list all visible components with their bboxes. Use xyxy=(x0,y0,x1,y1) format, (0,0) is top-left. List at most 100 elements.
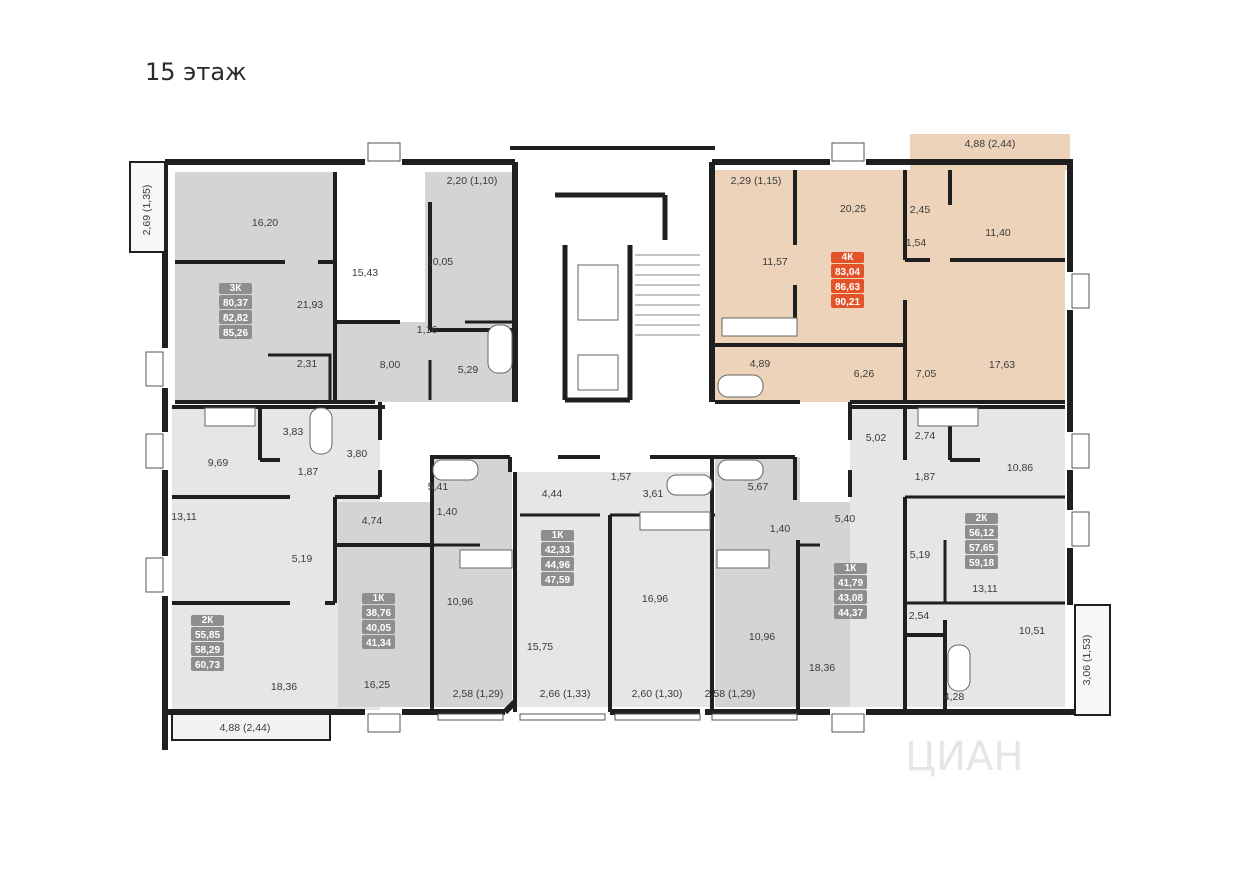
room-area-label: 10,96 xyxy=(447,596,473,608)
room-area-label: 10,96 xyxy=(749,631,775,643)
room-area-label: 1,40 xyxy=(770,523,791,535)
room-area-label: 16,25 xyxy=(364,679,390,691)
apt-1k-a-fill[interactable] xyxy=(338,502,433,707)
apartment-area-value: 38,76 xyxy=(366,608,391,619)
apartment-area-value: 58,29 xyxy=(195,645,220,656)
room-area-label: 4,74 xyxy=(362,515,383,527)
apartment-tags: 3К 80,37 82,82 85,26 4К 83,04 86,63 90,21 2К 55,8… xyxy=(191,252,998,671)
apartment-area-value: 42,33 xyxy=(545,545,570,556)
apt-1k-c-tag[interactable]: 1К 41,79 43,08 44,37 xyxy=(834,563,867,619)
apartment-area-value: 86,63 xyxy=(835,282,860,293)
apartment-area-value: 82,82 xyxy=(223,313,248,324)
apartment-area-value: 41,79 xyxy=(838,578,863,589)
room-area-label: 16,20 xyxy=(252,217,278,229)
room-area-label: 8,00 xyxy=(380,359,401,371)
apartment-area-value: 57,65 xyxy=(969,543,994,554)
room-area-label: 18,36 xyxy=(809,662,835,674)
room-area-label: 1,57 xyxy=(611,471,632,483)
room-area-label: 2,54 xyxy=(909,610,930,622)
room-area-label: 1,87 xyxy=(915,471,936,483)
apt-2k-left-tag[interactable]: 2К 55,85 58,29 60,73 xyxy=(191,615,224,671)
apartment-type-label: 1К xyxy=(845,563,858,574)
apartment-area-value: 40,05 xyxy=(366,623,391,634)
apartment-area-value: 80,37 xyxy=(223,298,248,309)
apartment-type-label: 4К xyxy=(842,252,855,263)
room-area-label: 2,66 (1,33) xyxy=(540,688,591,700)
room-area-label: 2,60 (1,30) xyxy=(632,688,683,700)
apt-1k-c-fill[interactable] xyxy=(715,457,800,707)
room-area-label: 3,80 xyxy=(347,448,368,460)
room-area-label: 1,40 xyxy=(437,506,458,518)
room-area-label: 4,44 xyxy=(542,488,563,500)
room-area-label: 4,88 (2,44) xyxy=(220,722,271,734)
room-area-label: 2,74 xyxy=(915,430,936,442)
fixtures xyxy=(204,254,979,692)
room-area-label: 2,58 (1,29) xyxy=(453,688,504,700)
room-area-label: 13,11 xyxy=(171,511,197,523)
room-area-label: 5,67 xyxy=(748,481,769,493)
room-area-label: 10,86 xyxy=(1007,462,1033,474)
apartment-area-value: 55,85 xyxy=(195,630,220,641)
room-area-label: 2,29 (1,15) xyxy=(731,175,782,187)
windows xyxy=(145,142,1090,733)
apartment-area-value: 44,37 xyxy=(838,608,863,619)
room-area-label: 11,57 xyxy=(762,256,788,268)
room-area-label: 3,61 xyxy=(643,488,664,500)
apartment-area-value: 85,26 xyxy=(223,328,248,339)
room-area-label: 2,69 (1,35) xyxy=(141,185,153,236)
apartment-area-value: 90,21 xyxy=(835,297,860,308)
room-area-label: 7,05 xyxy=(916,368,937,380)
room-area-label: 5,41 xyxy=(428,481,449,493)
apartment-area-value: 43,08 xyxy=(838,593,863,604)
apt-1k-a-tag[interactable]: 1К 38,76 40,05 41,34 xyxy=(362,593,395,649)
room-area-label: 2,31 xyxy=(297,358,318,370)
apartment-area-value: 47,59 xyxy=(545,575,570,586)
apartment-area-value: 41,34 xyxy=(366,638,391,649)
room-area-label: 2,45 xyxy=(910,204,931,216)
room-area-label: 13,11 xyxy=(972,583,998,595)
floor-title: 15 этаж xyxy=(145,58,247,86)
apt-1k-b-fill[interactable] xyxy=(515,472,710,707)
apt-4k-tag[interactable]: 4К 83,04 86,63 90,21 xyxy=(831,252,864,308)
apt-1k-b-tag[interactable]: 1К 42,33 44,96 47,59 xyxy=(541,530,574,586)
apartment-type-label: 3К xyxy=(230,283,243,294)
room-area-label: 4,88 (2,44) xyxy=(965,138,1016,150)
room-area-label: 1,16 xyxy=(417,324,438,336)
apartment-type-label: 2К xyxy=(976,513,989,524)
apartment-type-label: 1К xyxy=(552,530,565,541)
balconies xyxy=(129,161,1111,716)
apartment-type-label: 2К xyxy=(202,615,215,626)
apt-3k-tag[interactable]: 3К 80,37 82,82 85,26 xyxy=(219,283,252,339)
room-area-label: 5,19 xyxy=(910,549,931,561)
apartment-area-value: 44,96 xyxy=(545,560,570,571)
room-area-label: 15,43 xyxy=(352,267,378,279)
room-area-label: 18,36 xyxy=(271,681,297,693)
room-area-label: 1,54 xyxy=(906,237,927,249)
watermark: ЦИАН xyxy=(905,734,1023,780)
apartment-area-value: 56,12 xyxy=(969,528,994,539)
apartment-area-value: 83,04 xyxy=(835,267,860,278)
room-area-label: 4,89 xyxy=(750,358,771,370)
room-area-label: 3,83 xyxy=(283,426,304,438)
room-area-label: 17,63 xyxy=(989,359,1015,371)
apartment-fills xyxy=(171,134,1070,741)
room-area-label: 15,75 xyxy=(527,641,553,653)
room-area-label: 5,40 xyxy=(835,513,856,525)
apartment-type-label: 1К xyxy=(373,593,386,604)
room-area-label: 5,19 xyxy=(292,553,313,565)
room-area-label: 9,69 xyxy=(208,457,229,469)
room-area-label: 16,96 xyxy=(642,593,668,605)
room-area-label: 10,05 xyxy=(427,256,453,268)
room-area-label: 10,51 xyxy=(1019,625,1045,637)
room-area-label: 5,02 xyxy=(866,432,887,444)
room-area-label: 5,29 xyxy=(458,364,479,376)
room-area-label: 11,40 xyxy=(985,227,1011,239)
room-area-label: 1,87 xyxy=(298,466,319,478)
room-area-label: 2,58 (1,29) xyxy=(705,688,756,700)
room-area-label: 4,28 xyxy=(944,691,965,703)
room-area-label: 2,20 (1,10) xyxy=(447,175,498,187)
apartment-area-value: 60,73 xyxy=(195,660,220,671)
